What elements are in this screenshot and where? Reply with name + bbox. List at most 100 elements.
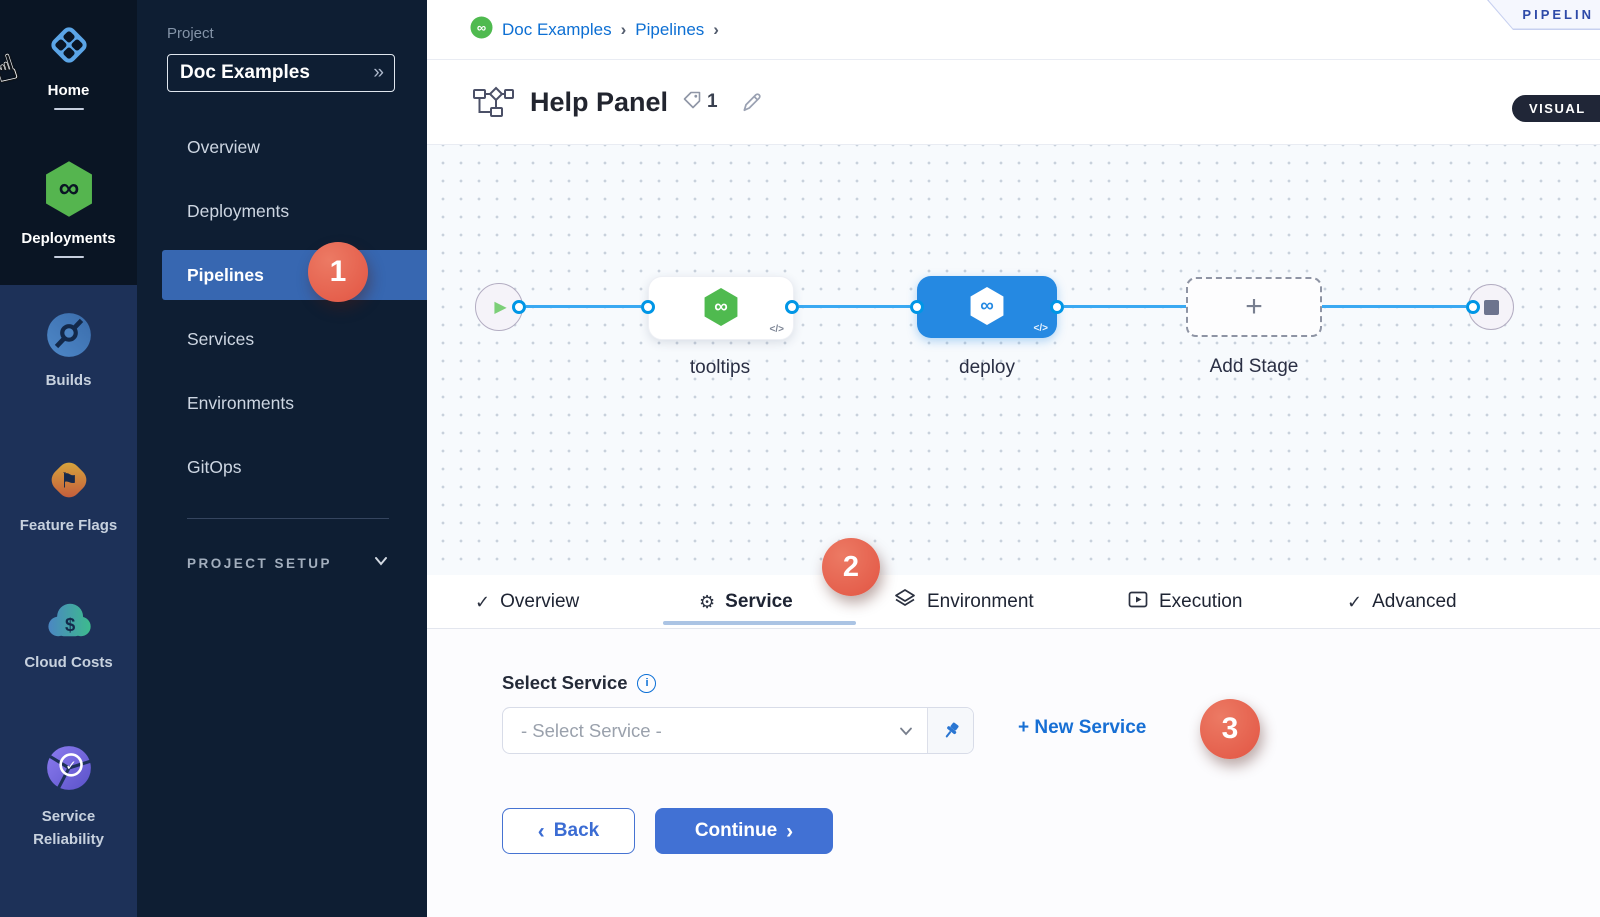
- chevron-down-icon: [885, 708, 927, 753]
- tab-environment[interactable]: Environment: [893, 575, 1034, 629]
- tag-icon: [682, 90, 702, 115]
- pin-icon: [945, 722, 959, 737]
- menu-label-pipelines: Pipelines: [187, 264, 264, 285]
- chevron-left-icon: ‹: [537, 819, 545, 843]
- menu-item-deployments[interactable]: Deployments: [162, 186, 427, 236]
- add-stage-button[interactable]: +: [1186, 277, 1322, 337]
- rail-label-deployments: Deployments: [21, 230, 116, 247]
- edge-tooltips-deploy: [799, 305, 910, 308]
- breadcrumb-separator: ›: [620, 19, 627, 39]
- deployments-active-underline: [53, 256, 84, 258]
- tab-environment-label: Environment: [927, 591, 1034, 612]
- back-button[interactable]: ‹ Back: [502, 808, 635, 854]
- home-active-underline: [53, 108, 84, 110]
- rail-item-cloud-costs[interactable]: $ Cloud Costs: [0, 598, 137, 671]
- menu-item-services[interactable]: Services: [162, 314, 427, 364]
- connector-port: [1050, 300, 1064, 314]
- svg-text:⚑: ⚑: [59, 469, 78, 492]
- stage-node-deploy[interactable]: ∞ </>: [917, 276, 1057, 338]
- add-stage-label: Add Stage: [1209, 356, 1299, 377]
- stage-label-tooltips: tooltips: [689, 357, 751, 378]
- menu-item-pipelines[interactable]: Pipelines: [162, 250, 427, 300]
- rail-item-deployments[interactable]: ∞ Deployments: [0, 160, 137, 258]
- connector-port: [1466, 300, 1480, 314]
- svg-text:∞: ∞: [477, 20, 486, 35]
- connector-port: [641, 300, 655, 314]
- tab-overview[interactable]: ✓ Overview: [475, 575, 579, 629]
- annotation-step-badge-3: 3: [1200, 699, 1260, 759]
- svg-text:$: $: [64, 614, 74, 635]
- edge-addstage-end: [1322, 305, 1466, 308]
- connector-port: [910, 300, 924, 314]
- service-tab-panel: Select Service i - Select Service -: [427, 629, 1600, 917]
- menu-label-overview: Overview: [187, 136, 260, 157]
- stop-icon: [1483, 299, 1499, 315]
- breadcrumb: ∞ Doc Examples › Pipelines › PIPELIN: [427, 0, 1600, 60]
- home-icon: [44, 20, 94, 75]
- tab-service[interactable]: ⚙ Service: [699, 575, 793, 629]
- rail-label-cloud-costs: Cloud Costs: [24, 654, 113, 671]
- expand-panel-icon[interactable]: »: [373, 62, 384, 83]
- project-section-label: Project: [167, 25, 214, 42]
- service-reliability-icon: ✓: [44, 743, 94, 798]
- stage-node-tooltips[interactable]: ∞ </>: [648, 276, 794, 340]
- layers-icon: [893, 588, 917, 616]
- select-service-dropdown[interactable]: - Select Service -: [502, 707, 974, 754]
- chevron-down-icon: [373, 554, 389, 573]
- rail-label-builds: Builds: [45, 372, 92, 389]
- deployments-icon: ∞: [42, 160, 96, 223]
- pipeline-canvas[interactable]: ▶ ∞ </> ∞ </> +: [427, 145, 1600, 575]
- stage-label-deploy: deploy: [959, 357, 1015, 378]
- pencil-icon: [743, 93, 761, 112]
- rail-item-feature-flags[interactable]: ⚑ Feature Flags: [0, 455, 137, 534]
- tab-execution-label: Execution: [1159, 591, 1243, 612]
- tab-execution[interactable]: Execution: [1127, 575, 1242, 629]
- menu-item-gitops[interactable]: GitOps: [162, 442, 427, 492]
- rail-item-service-reliability[interactable]: ✓ Service Reliability: [0, 743, 137, 852]
- main-content: ∞ Doc Examples › Pipelines › PIPELIN: [427, 0, 1600, 917]
- chevron-right-icon: ›: [786, 819, 794, 843]
- tag-group: 1: [682, 90, 718, 115]
- svg-text:✓: ✓: [65, 758, 76, 773]
- menu-item-overview[interactable]: Overview: [162, 122, 427, 172]
- tab-advanced[interactable]: ✓ Advanced: [1347, 575, 1457, 629]
- active-tab-indicator: [663, 621, 856, 625]
- breadcrumb-link-project[interactable]: Doc Examples: [502, 19, 612, 39]
- menu-label-gitops: GitOps: [187, 456, 242, 477]
- pipeline-studio-banner: PIPELIN: [1487, 0, 1600, 30]
- rail-item-home[interactable]: Home: [0, 20, 137, 110]
- rail-label-feature-flags: Feature Flags: [19, 517, 118, 534]
- project-selector[interactable]: Doc Examples »: [167, 54, 395, 92]
- feature-flags-icon: ⚑: [44, 455, 94, 510]
- builds-icon: [44, 310, 94, 365]
- rail-label-home: Home: [47, 82, 90, 99]
- connector-port: [785, 300, 799, 314]
- continue-button-label: Continue: [694, 820, 778, 841]
- cloud-costs-icon: $: [43, 598, 95, 647]
- new-service-link[interactable]: + New Service: [1018, 717, 1147, 738]
- pin-runtime-input-button[interactable]: [927, 708, 973, 753]
- code-icon: </>: [1033, 323, 1048, 334]
- visual-yaml-toggle[interactable]: VISUAL: [1512, 95, 1600, 122]
- menu-label-environments: Environments: [187, 392, 294, 413]
- continue-button[interactable]: Continue ›: [655, 808, 833, 854]
- tab-service-label: Service: [725, 591, 793, 612]
- module-rail-active-section: [0, 285, 137, 917]
- tab-advanced-label: Advanced: [1372, 591, 1457, 612]
- harness-stage-icon: ∞: [704, 288, 738, 327]
- svg-text:∞: ∞: [980, 296, 994, 317]
- info-icon[interactable]: i: [637, 673, 657, 693]
- harness-project-icon: ∞: [470, 16, 493, 44]
- select-service-placeholder: - Select Service -: [521, 719, 662, 741]
- project-setup-toggle[interactable]: PROJECT SETUP: [187, 548, 389, 578]
- annotation-step-badge-1: 1: [308, 242, 368, 302]
- project-panel: Project Doc Examples » Overview Deployme…: [137, 0, 427, 917]
- rail-item-builds[interactable]: Builds: [0, 310, 137, 389]
- rail-label-service-reliability: Service Reliability: [33, 808, 104, 849]
- edge-start-tooltips: [526, 305, 641, 308]
- check-icon: ✓: [1347, 591, 1363, 612]
- menu-item-environments[interactable]: Environments: [162, 378, 427, 428]
- breadcrumb-link-pipelines[interactable]: Pipelines: [635, 19, 705, 39]
- edit-pipeline-button[interactable]: [740, 90, 764, 114]
